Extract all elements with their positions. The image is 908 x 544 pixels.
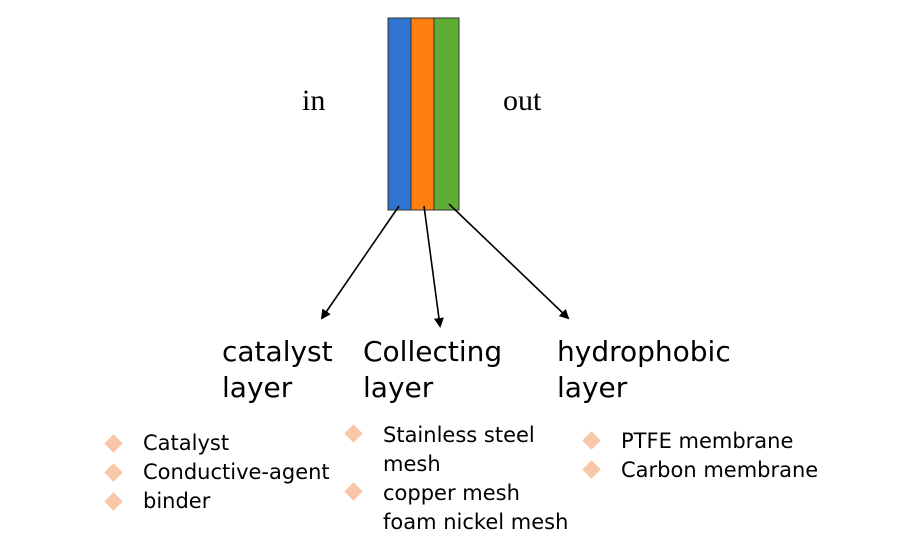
diamond-bullet-icon xyxy=(582,431,601,450)
list-item: copper mesh foam nickel mesh xyxy=(343,479,568,537)
title-line: layer xyxy=(363,371,434,404)
item-text: Conductive-agent xyxy=(143,460,330,484)
diamond-bullet-icon xyxy=(582,460,601,479)
item-text: PTFE membrane xyxy=(621,429,794,453)
title-line: Collecting xyxy=(363,335,503,368)
catalyst-layer-items: Catalyst Conductive-agent binder xyxy=(103,429,330,516)
title-line: catalyst xyxy=(222,335,333,368)
collecting-layer-title: Collecting layer xyxy=(363,334,502,406)
item-text: Carbon membrane xyxy=(621,458,819,482)
diamond-bullet-icon xyxy=(344,482,363,501)
list-item: Catalyst xyxy=(103,429,330,458)
catalyst-layer-strip xyxy=(387,17,412,211)
arrow-to-catalyst-layer xyxy=(320,205,400,320)
list-item: Conductive-agent xyxy=(103,458,330,487)
out-label: out xyxy=(503,84,542,117)
item-text: binder xyxy=(143,489,211,513)
item-text: mesh xyxy=(383,452,441,476)
diamond-bullet-icon xyxy=(104,434,123,453)
item-text: Stainless steel xyxy=(383,423,535,447)
diamond-bullet-icon xyxy=(104,492,123,511)
hydrophobic-layer-items: PTFE membrane Carbon membrane xyxy=(581,427,818,485)
title-line: hydrophobic xyxy=(557,335,731,368)
item-text: foam nickel mesh xyxy=(383,510,569,534)
diamond-bullet-icon xyxy=(344,424,363,443)
arrow-to-collecting-layer xyxy=(423,205,444,328)
title-line: layer xyxy=(222,371,293,404)
hydrophobic-layer-strip xyxy=(433,17,460,211)
in-label: in xyxy=(302,84,326,117)
arrow-to-hydrophobic-layer xyxy=(448,203,570,320)
list-item: binder xyxy=(103,487,330,516)
collecting-layer-strip xyxy=(410,17,435,211)
title-line: layer xyxy=(557,371,628,404)
item-text: Catalyst xyxy=(143,431,230,455)
item-text: copper mesh xyxy=(383,481,520,505)
collecting-layer-items: Stainless steel mesh copper mesh foam ni… xyxy=(343,421,568,537)
list-item: PTFE membrane xyxy=(581,427,818,456)
list-item: Stainless steel mesh xyxy=(343,421,568,479)
list-item: Carbon membrane xyxy=(581,456,818,485)
catalyst-layer-title: catalyst layer xyxy=(222,334,333,406)
hydrophobic-layer-title: hydrophobic layer xyxy=(557,334,731,406)
diamond-bullet-icon xyxy=(104,463,123,482)
